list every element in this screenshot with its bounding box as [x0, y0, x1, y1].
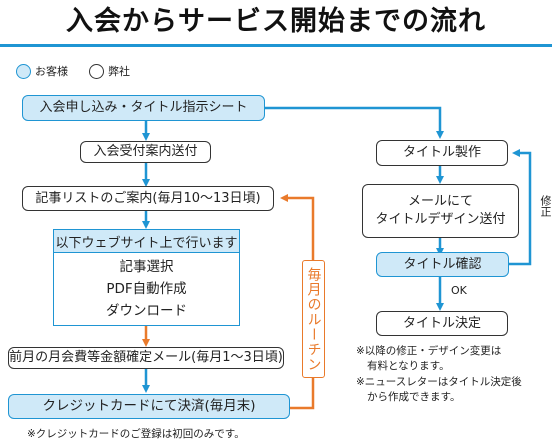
- step-application-label: 入会申し込み・タイトル指示シート: [39, 100, 248, 116]
- monthly-routine-label: 毎月のルーチン: [305, 266, 322, 372]
- step-article-list-box: 記事リストのご案内(毎月10～13日頃): [22, 186, 274, 211]
- step-acceptance-label: 入会受付案内送付: [93, 144, 198, 160]
- ok-label: OK: [451, 284, 467, 297]
- step-title-confirm-box: タイトル確認: [376, 252, 509, 277]
- legend-customer-swatch: [16, 64, 31, 79]
- credit-card-footnote: ※クレジットカードのご登録は初回のみです。: [27, 428, 245, 440]
- legend-company-label: 弊社: [108, 65, 130, 78]
- step-title-production-label: タイトル製作: [402, 145, 481, 161]
- website-task-list: 記事選択 PDF自動作成 ダウンロード: [54, 253, 239, 322]
- page-title: 入会からサービス開始までの流れ: [66, 6, 486, 37]
- step-design-email-line1: メールにて: [407, 194, 473, 210]
- paid-revision-note-line1: ※以降の修正・デザイン変更は: [356, 345, 502, 357]
- legend-customer-label: お客様: [35, 65, 68, 78]
- website-tasks-header: 以下ウェブサイト上で行います: [54, 230, 239, 253]
- legend-company-swatch: [89, 64, 104, 79]
- paid-revision-note: ※以降の修正・デザイン変更は 有料となります。: [356, 344, 546, 374]
- step-title-decision-box: タイトル決定: [376, 311, 508, 336]
- revise-label: 修正: [539, 195, 552, 217]
- step-card-payment-box: クレジットカードにて決済(毎月末): [8, 394, 290, 419]
- website-tasks-box: 以下ウェブサイト上で行います 記事選択 PDF自動作成 ダウンロード: [53, 229, 240, 326]
- newsletter-note-line2: から作成できます。: [367, 391, 461, 404]
- step-title-production-box: タイトル製作: [376, 140, 508, 166]
- step-fee-email-label: 前月の月会費等金額確定メール(毎月1～3日頃): [9, 350, 283, 366]
- title-underline: [0, 44, 552, 47]
- paid-revision-note-line2: 有料となります。: [367, 360, 450, 373]
- step-card-payment-label: クレジットカードにて決済(毎月末): [42, 398, 256, 415]
- step-design-email-line2: タイトルデザイン送付: [375, 212, 506, 227]
- newsletter-note-line1: ※ニュースレターはタイトル決定後: [356, 376, 522, 388]
- step-title-decision-label: タイトル決定: [402, 315, 481, 331]
- website-task-pdf-create: PDF自動作成: [106, 281, 187, 297]
- monthly-routine-label-box: 毎月のルーチン: [302, 260, 325, 378]
- step-title-confirm-label: タイトル確認: [403, 256, 482, 272]
- step-acceptance-box: 入会受付案内送付: [80, 141, 211, 163]
- step-application-box: 入会申し込み・タイトル指示シート: [22, 95, 265, 121]
- website-task-article-select: 記事選択: [119, 259, 174, 275]
- step-design-email-box: メールにて タイトルデザイン送付: [362, 184, 519, 238]
- website-task-download: ダウンロード: [106, 303, 187, 319]
- newsletter-note: ※ニュースレターはタイトル決定後 から作成できます。: [356, 375, 548, 405]
- step-article-list-label: 記事リストのご案内(毎月10～13日頃): [35, 190, 261, 206]
- step-fee-email-box: 前月の月会費等金額確定メール(毎月1～3日頃): [8, 347, 284, 369]
